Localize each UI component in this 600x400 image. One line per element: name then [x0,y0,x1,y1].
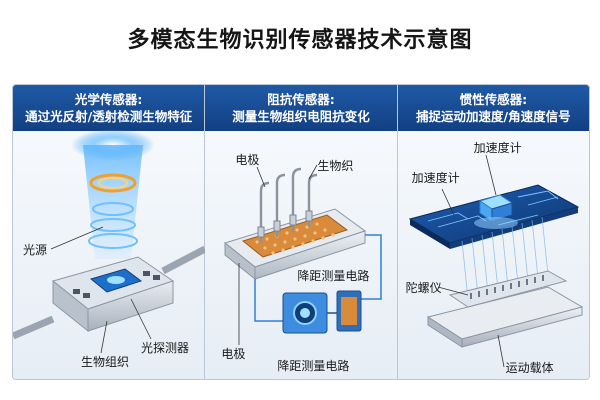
optical-panel-header: 光学传感器: 通过光反射/透射检测生物特征 [13,85,205,131]
leader-light-source [50,226,104,250]
inertial-sensor-panel: 惯性传感器: 捕捉运动加速度/角速度信号 [397,85,589,379]
label-motion-carrier: 运动载体 [505,361,554,375]
label-circuit-b: 降距测量电路 [277,359,350,373]
leader-tissue [100,320,108,354]
optical-sensor-illustration [13,129,207,354]
cable-left [13,315,55,340]
impedance-header-title: 阻抗传感器: [267,92,335,107]
light-ring-inner [98,177,128,189]
inertial-panel-header: 惯性传感器: 捕捉运动加速度/角速度信号 [397,85,589,131]
impedance-sensor-illustration [224,164,383,345]
label-circuit-a: 降距测量电路 [297,269,370,283]
impedance-sensor-panel: 阻抗传感器: 测量生物组织电阻抗变化 [205,85,398,379]
label-electrode-bottom: 电极 [221,347,246,361]
impedance-panel-header: 阻抗传感器: 测量生物组织电阻抗变化 [205,85,397,131]
inertial-header-desc: 捕捉运动加速度/角速度信号 [416,109,571,124]
probe-wires [260,167,318,243]
cable-right [161,245,207,275]
optical-panel-body: 光源 光探测器 生物组织 [13,129,207,379]
label-tissue: 生物组织 [81,355,130,369]
label-light-source: 光源 [23,243,48,257]
leader-photodetector [130,298,152,340]
page-title: 多模态生物识别传感器技术示意图 [127,28,473,53]
gyroscope-module [448,270,567,308]
signal-wire-right [357,234,383,300]
label-accelerometer-top: 加速度计 [473,141,522,155]
impedance-header-desc: 测量生物组织电阻抗变化 [232,109,370,124]
panels-container: 光学传感器: 通过光反射/透射检测生物特征 [12,84,590,380]
label-photodetector: 光探测器 [141,341,190,355]
sensor-housing-side [87,280,174,332]
label-accelerometer-left: 加速度计 [411,171,460,185]
inertial-sensor-illustration [408,154,583,368]
label-tissue-impedance: 生物织 [317,159,354,173]
electrode-array [242,214,349,258]
optical-header-title: 光学传感器: [74,92,143,107]
label-gyroscope: 陀螺仪 [405,281,442,295]
signal-lines [461,216,549,300]
signal-wire-left [254,279,284,322]
inertial-panel-body: 加速度计 加速度计 陀螺仪 运动载体 [397,131,589,379]
impedance-panel-body: 电极 生物织 降距测量电路 电极 降距测量电路 [205,131,397,379]
inertial-header-title: 惯性传感器: [459,92,528,107]
light-ring-outer [89,173,137,193]
label-electrode-top: 电极 [235,153,260,167]
optical-header-desc: 通过光反射/透射检测生物特征 [25,109,193,124]
optical-sensor-panel: 光学传感器: 通过光反射/透射检测生物特征 [13,85,207,379]
